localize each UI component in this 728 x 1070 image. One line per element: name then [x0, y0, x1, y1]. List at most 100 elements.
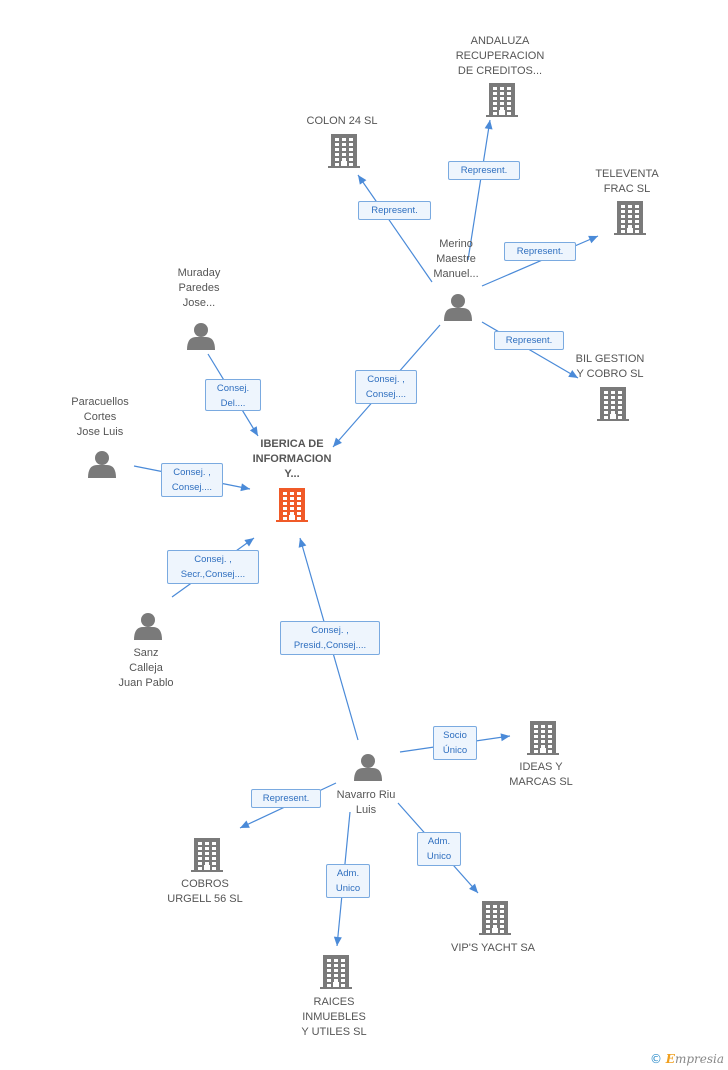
- arrow-head-icon: [249, 426, 258, 436]
- arrow-head-icon: [244, 538, 254, 547]
- node-label-line: Manuel...: [433, 268, 479, 280]
- node-label-vips[interactable]: VIP'S YACHT SA: [451, 941, 535, 956]
- edge-label-navarro-cobros[interactable]: Represent.: [251, 789, 321, 808]
- edge-label-merino-iberica[interactable]: Consej. , Consej....: [355, 370, 417, 404]
- edge-label-line: Unico: [335, 883, 361, 894]
- building-icon-iberica[interactable]: [276, 488, 308, 522]
- node-label-line: Merino: [439, 238, 473, 250]
- edge-label-line: Socio: [443, 730, 467, 741]
- node-label-line: FRAC SL: [603, 183, 651, 195]
- edge-label-paracuellos-iberica[interactable]: Consej. , Consej....: [161, 463, 223, 497]
- person-icon-sanz[interactable]: [134, 613, 162, 640]
- node-label-line: Navarro Riu: [336, 789, 396, 801]
- edge-label-navarro-vips[interactable]: Adm. Unico: [417, 832, 461, 866]
- edge-merino-colon: [357, 174, 433, 283]
- arrow-head-icon: [484, 120, 493, 130]
- node-label-line: INFORMACION: [252, 453, 332, 465]
- node-label-line: Juan Pablo: [118, 677, 174, 689]
- edge-label-line: Consej....: [171, 482, 213, 493]
- edge-label-line: Represent.: [262, 793, 310, 804]
- edge-label-merino-colon[interactable]: Represent.: [358, 201, 431, 220]
- edge-label-navarro-iberica[interactable]: Consej. , Presid.,Consej....: [280, 621, 380, 655]
- edge-label-line: Represent.: [460, 165, 508, 176]
- edge-label-line: Represent.: [505, 335, 553, 346]
- node-label-line: INMUEBLES: [302, 1011, 366, 1023]
- node-label-iberica[interactable]: IBERICA DE INFORMACION Y...: [253, 437, 332, 482]
- edge-label-sanz-iberica[interactable]: Consej. , Secr.,Consej....: [167, 550, 259, 584]
- node-label-line: COBROS: [181, 878, 229, 890]
- arrow-head-icon: [298, 538, 307, 548]
- edge-label-line: Consej....: [365, 389, 407, 400]
- edge-label-line: Presid.,Consej....: [293, 640, 367, 651]
- arrow-head-icon: [469, 883, 478, 893]
- node-label-line: Paredes: [178, 282, 220, 294]
- person-icon-merino[interactable]: [444, 294, 472, 321]
- node-label-ideas[interactable]: IDEAS Y MARCAS SL: [509, 760, 573, 790]
- node-label-colon[interactable]: COLON 24 SL: [307, 114, 378, 129]
- building-icon-cobros[interactable]: [191, 838, 223, 872]
- edge-label-line: Consej. ,: [311, 625, 349, 636]
- edge-label-line: Represent.: [371, 205, 418, 216]
- edge-merino-televenta: [481, 235, 599, 287]
- node-label-cobros[interactable]: COBROS URGELL 56 SL: [167, 877, 242, 907]
- edge-label-navarro-raices[interactable]: Adm. Unico: [326, 864, 370, 898]
- node-label-line: Muraday: [177, 267, 221, 279]
- building-icon-bil[interactable]: [597, 387, 629, 421]
- edge-merino-andaluza: [467, 119, 493, 261]
- edge-label-line: Adm.: [336, 868, 360, 879]
- node-label-line: Luis: [355, 804, 377, 816]
- edge-label-line: Consej. ,: [367, 374, 405, 385]
- building-icon-colon[interactable]: [328, 134, 360, 168]
- node-label-line: Paracuellos: [71, 396, 129, 408]
- building-icon-raices[interactable]: [320, 955, 352, 989]
- edge-label-line: Represent.: [516, 246, 564, 257]
- person-icon-navarro[interactable]: [354, 754, 382, 781]
- building-icon-ideas[interactable]: [527, 721, 559, 755]
- node-label-line: Jose Luis: [76, 426, 124, 438]
- edge-label-line: Unico: [426, 851, 452, 862]
- arrow-head-icon: [240, 820, 250, 828]
- node-label-line: URGELL 56 SL: [167, 893, 243, 905]
- node-label-line: Y...: [284, 468, 300, 480]
- person-icon-paracuellos[interactable]: [88, 451, 116, 478]
- arrow-head-icon: [568, 370, 578, 378]
- node-label-line: Jose...: [182, 297, 216, 309]
- arrow-head-icon: [333, 936, 342, 946]
- person-icon-muraday[interactable]: [187, 323, 215, 350]
- node-label-line: RECUPERACION: [455, 50, 545, 62]
- edge-label-line: Adm.: [427, 836, 451, 847]
- edge-label-line: Del....: [220, 398, 246, 409]
- node-label-line: RAICES: [313, 996, 355, 1008]
- edge-label-muraday-iberica[interactable]: Consej. Del....: [205, 379, 261, 411]
- node-label-line: IDEAS Y: [519, 761, 563, 773]
- node-label-line: ANDALUZA: [470, 35, 530, 47]
- edge-label-merino-bil[interactable]: Represent.: [494, 331, 564, 350]
- edge-label-line: Consej. ,: [173, 467, 211, 478]
- node-label-line: IBERICA DE: [260, 438, 324, 450]
- node-label-line: VIP'S YACHT SA: [450, 942, 536, 954]
- edge-label-line: Consej.: [216, 383, 250, 394]
- edge-label-line: Consej. ,: [194, 554, 232, 565]
- edge-label-line: Único: [442, 745, 468, 756]
- building-icon-televenta[interactable]: [614, 201, 646, 235]
- edge-label-merino-televenta[interactable]: Represent.: [504, 242, 576, 261]
- node-label-line: Cortes: [83, 411, 117, 423]
- empresia-logo[interactable]: © Empresia: [649, 1052, 724, 1066]
- arrow-head-icon: [240, 483, 250, 492]
- edge-label-merino-andaluza[interactable]: Represent.: [448, 161, 520, 180]
- node-label-line: MARCAS SL: [509, 776, 573, 788]
- building-icon-andaluza[interactable]: [486, 83, 518, 117]
- edge-label-line: Secr.,Consej....: [180, 569, 246, 580]
- building-icon-vips[interactable]: [479, 901, 511, 935]
